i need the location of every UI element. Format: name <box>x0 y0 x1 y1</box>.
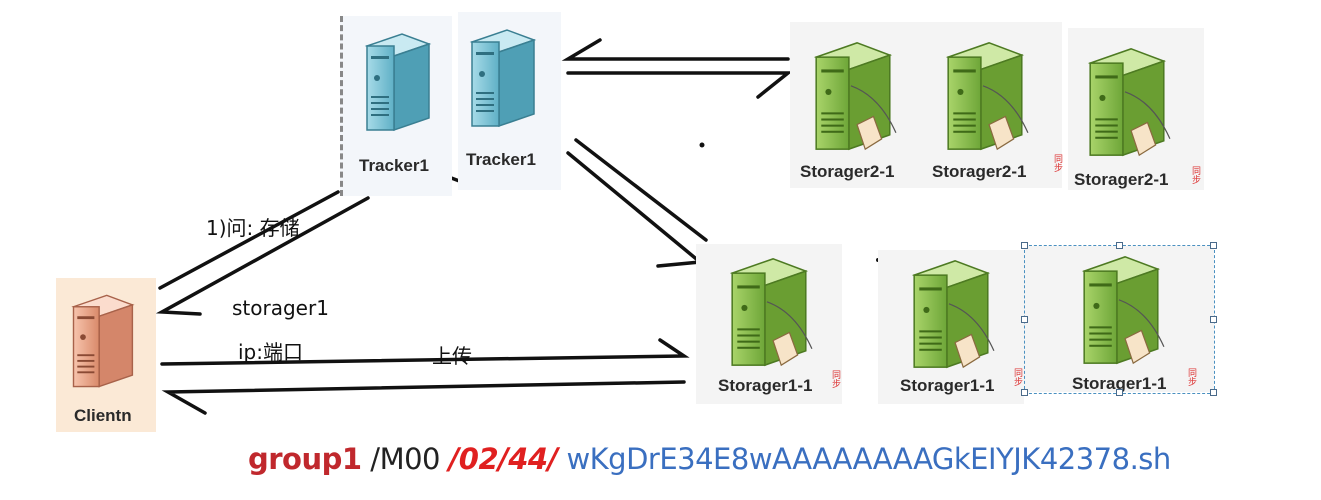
reply-storage-annotation: storager1 <box>232 296 329 320</box>
tracker-label: Tracker1 <box>359 156 429 175</box>
client-node: Clientn <box>56 278 156 432</box>
path-group: group1 <box>248 442 362 476</box>
resize-handle[interactable] <box>1021 316 1028 323</box>
ask-storage-annotation: 1)问: 存储 <box>206 216 300 240</box>
storage-server-icon <box>808 34 900 158</box>
tracker-server-icon <box>357 22 437 140</box>
sync-mark: 同步 <box>1054 155 1064 174</box>
file-path: group1 /M00 /02/44/ wKgDrE34E8wAAAAAAAAG… <box>248 442 1171 476</box>
storage-server-icon <box>940 34 1032 158</box>
tracker-node-b: Tracker1 <box>458 12 561 190</box>
path-store: /M00 <box>370 442 440 476</box>
storage2-node-1: Storager2-1 <box>790 22 930 188</box>
resize-handle[interactable] <box>1210 389 1217 396</box>
sync-mark: 同步 <box>832 371 842 390</box>
storage1-node-1: Storager1-1 同步 <box>696 244 842 404</box>
arrow-storage1-to-tracker <box>574 138 708 242</box>
storage-label: Storager1-1 <box>718 376 813 395</box>
resize-handle[interactable] <box>1116 389 1123 396</box>
upload-annotation: 上传 <box>432 344 472 368</box>
storage1-node-2: Storager1-1 同步 <box>878 250 1024 404</box>
reply-port-annotation: ip:端口 <box>238 340 303 364</box>
resize-handle[interactable] <box>1021 242 1028 249</box>
storage-label: Storager1-1 <box>1072 374 1167 393</box>
storage2-node-3: Storager2-1 同步 <box>1068 28 1204 190</box>
tracker-server-icon <box>462 18 542 136</box>
storage-server-icon <box>724 250 816 374</box>
path-dirs: /02/44/ <box>448 442 559 476</box>
client-label: Clientn <box>74 406 132 425</box>
resize-handle[interactable] <box>1116 242 1123 249</box>
arrow-tracker-to-storage2 <box>566 71 793 99</box>
resize-handle[interactable] <box>1210 316 1217 323</box>
client-server-icon <box>64 286 140 394</box>
path-filename: wKgDrE34E8wAAAAAAAAGkEIYJK42378.sh <box>566 442 1171 476</box>
stray-dot <box>699 142 705 148</box>
storage1-node-3: Storager1-1 同步 <box>1024 246 1214 393</box>
sync-mark: 同步 <box>1192 167 1202 186</box>
resize-handle[interactable] <box>1210 242 1217 249</box>
storage-label: Storager2-1 <box>932 162 1027 181</box>
storage2-node-2: Storager2-1 同步 <box>930 22 1064 188</box>
resize-handle[interactable] <box>1021 389 1028 396</box>
sync-mark: 同步 <box>1014 369 1024 388</box>
arrow-client-to-storage1 <box>160 338 690 366</box>
storage-label: Storager2-1 <box>1074 170 1169 189</box>
sync-mark: 同步 <box>1188 369 1198 388</box>
storage-label: Storager1-1 <box>900 376 995 395</box>
storage-server-icon <box>1082 40 1174 164</box>
arrow-storage1-to-client <box>161 380 686 415</box>
arrow-storage2-to-tracker <box>561 38 790 61</box>
arrow-client-to-tracker <box>158 190 340 290</box>
storage-server-icon <box>906 252 998 376</box>
storage-label: Storager2-1 <box>800 162 895 181</box>
arrow-tracker-to-client <box>155 196 370 316</box>
tracker-label: Tracker1 <box>466 150 536 169</box>
tracker-node-a: Tracker1 <box>340 16 452 196</box>
arrow-tracker-to-storage1 <box>566 151 705 268</box>
selection-box[interactable] <box>1024 245 1215 394</box>
